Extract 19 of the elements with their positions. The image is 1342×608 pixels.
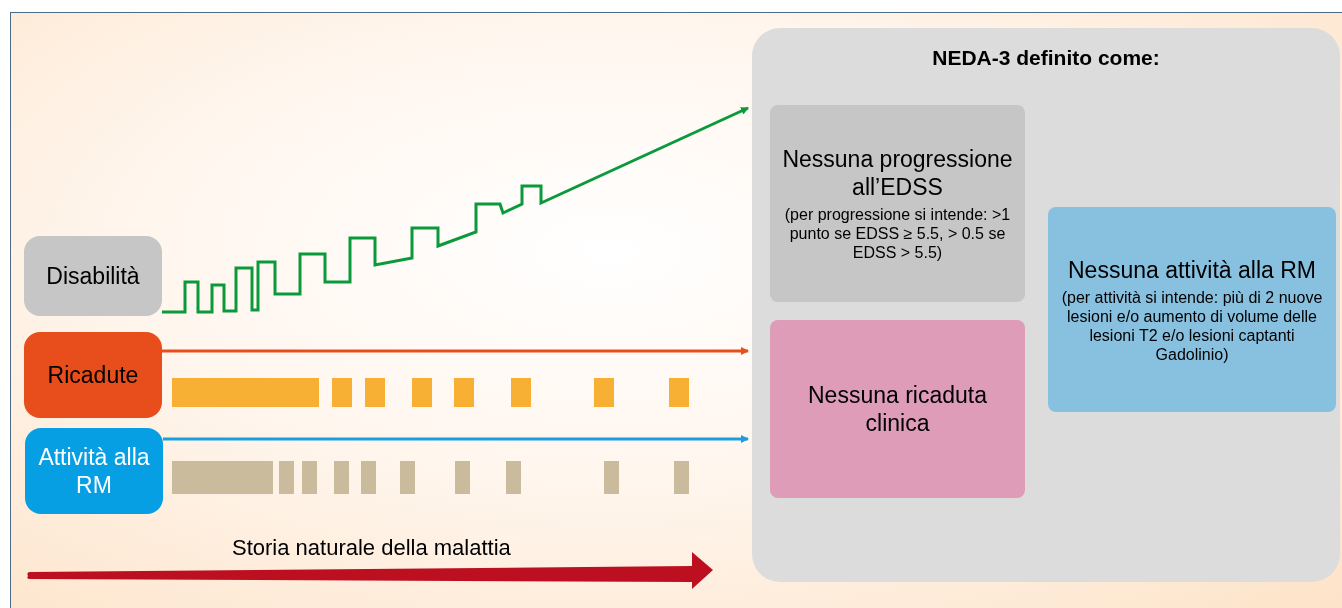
box-title: Nessuna attività alla RM <box>1068 255 1316 284</box>
category-box <box>1048 207 1336 412</box>
category-box <box>24 236 162 316</box>
box-note: (per progressione si intende: >1 punto se EDSS ≥ 5.5, > 0.5 se EDSS > 5.5) <box>783 205 1012 262</box>
panel-title: NEDA-3 definito come: <box>932 45 1160 71</box>
axis-label: Storia naturale della malattia <box>232 534 511 562</box>
box-title: Ricadute <box>47 360 139 390</box>
box-title: Nessuna progressione all’EDSS <box>781 145 1014 201</box>
category-box <box>770 320 1025 498</box>
box-note: (per attività si intende: più di 2 nuove lesioni e/o aumento di volume delle lesioni T2 e/o lesioni captanti Gadolinio) <box>1060 287 1324 364</box>
arrow <box>163 435 749 443</box>
category-box <box>25 428 163 514</box>
category-box <box>24 332 162 418</box>
box-title: Disabilità <box>46 261 140 291</box>
box-title: Nessuna ricaduta clinica <box>807 381 988 437</box>
stepped-arrow <box>162 106 749 314</box>
box-title: Attività alla RM <box>37 443 151 499</box>
definition-panel <box>752 28 1340 582</box>
arrow <box>162 347 749 355</box>
